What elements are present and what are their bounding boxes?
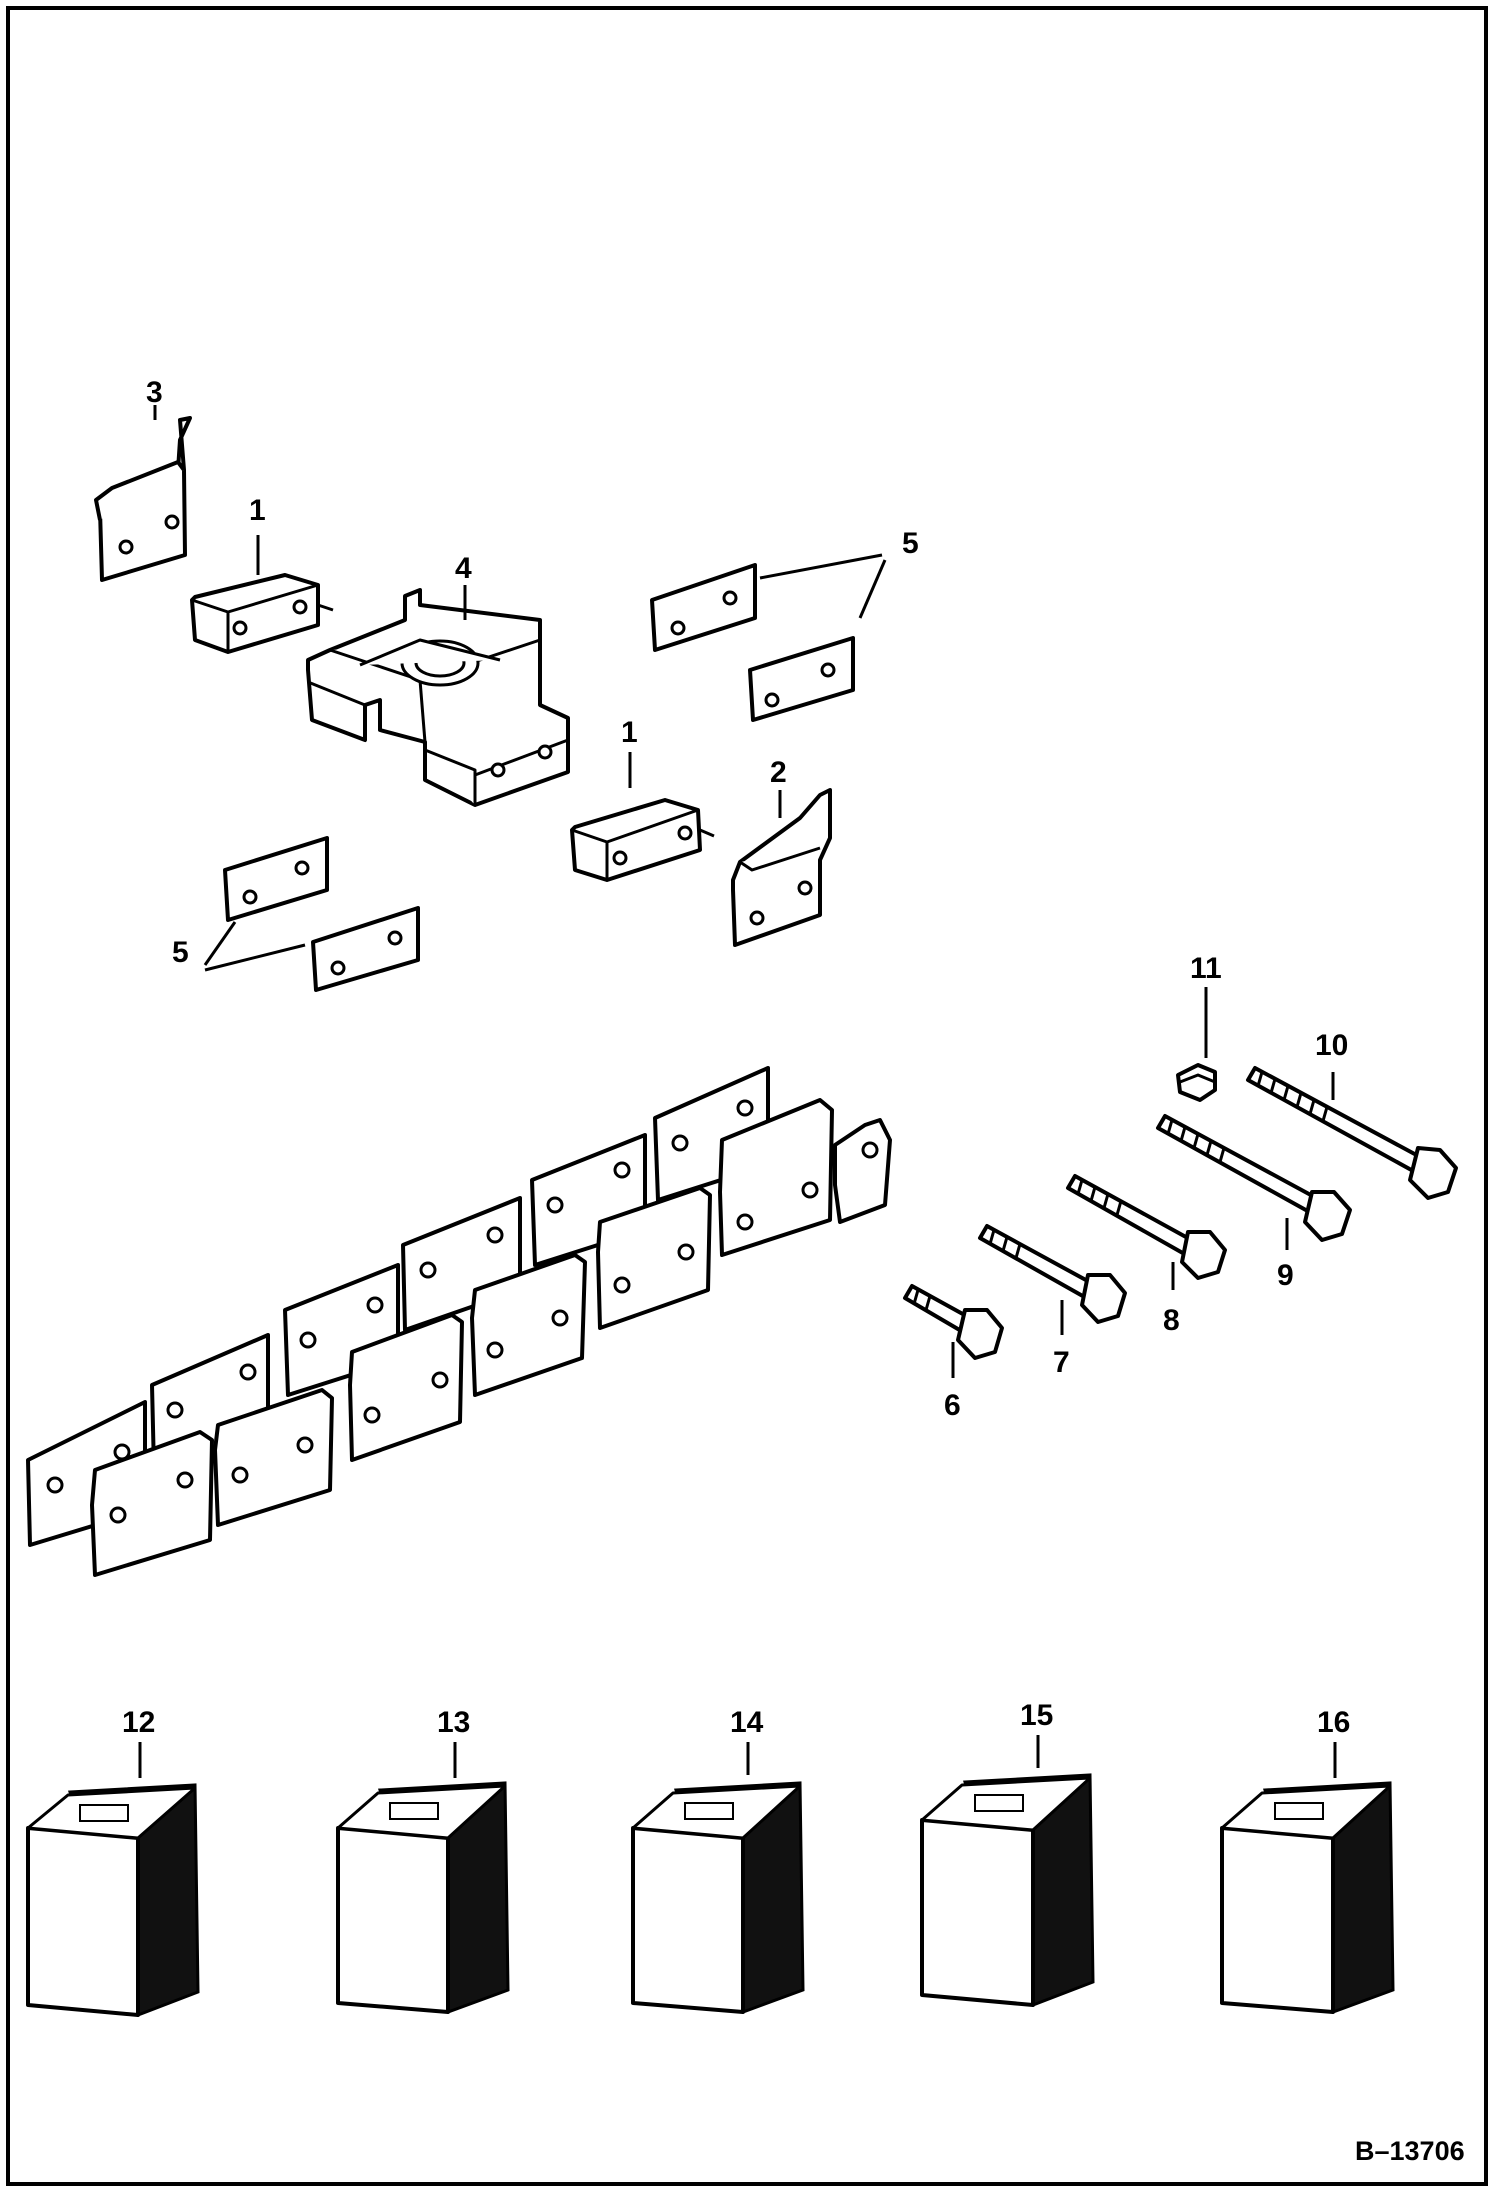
- part-4-guide-block: [306, 588, 570, 807]
- label-1b: 1: [621, 716, 638, 749]
- part-2-bracket: [731, 788, 832, 947]
- label-15: 15: [1020, 1699, 1053, 1732]
- leader-lines: [138, 405, 1337, 1778]
- part-10-bolt: [1246, 1066, 1458, 1200]
- track-chain: [26, 1066, 892, 1577]
- part-5-plate-lower-b: [311, 906, 420, 992]
- reference-code: B–13706: [1355, 2136, 1465, 2166]
- part-8-bolt: [1066, 1174, 1227, 1280]
- label-8: 8: [1163, 1304, 1180, 1337]
- part-15-block: [920, 1773, 1095, 2007]
- label-4: 4: [455, 552, 472, 585]
- part-14-block: [631, 1781, 805, 2014]
- part-1-block-lower: [570, 798, 715, 882]
- label-9: 9: [1277, 1259, 1294, 1292]
- part-13-block: [336, 1781, 510, 2014]
- part-5-plate-upper-b: [748, 636, 855, 722]
- part-9-bolt: [1156, 1114, 1352, 1242]
- part-12-block: [26, 1783, 200, 2017]
- part-3-bracket: [94, 416, 192, 582]
- part-11-nut: [1176, 1063, 1217, 1102]
- part-1-block-upper: [190, 573, 334, 654]
- label-2: 2: [770, 756, 787, 789]
- part-5-plate-lower-a: [223, 836, 329, 922]
- label-14: 14: [730, 1706, 764, 1739]
- label-11: 11: [1190, 952, 1222, 985]
- label-5a: 5: [902, 527, 919, 560]
- label-10: 10: [1315, 1029, 1348, 1062]
- label-3: 3: [146, 376, 163, 409]
- part-16-block: [1220, 1781, 1395, 2014]
- label-12: 12: [122, 1706, 155, 1739]
- label-13: 13: [437, 1706, 470, 1739]
- callout-labels: 3 1 4 5 1 2 5 11 10 9 8 7 6 12 13 14 15 …: [122, 376, 1465, 2166]
- label-16: 16: [1317, 1706, 1350, 1739]
- part-5-plate-upper-a: [650, 563, 757, 652]
- label-6: 6: [944, 1389, 961, 1422]
- label-5b: 5: [172, 936, 189, 969]
- label-7: 7: [1053, 1346, 1070, 1379]
- label-1a: 1: [249, 494, 266, 527]
- part-6-bolt: [903, 1284, 1004, 1360]
- part-7-bolt: [978, 1224, 1127, 1324]
